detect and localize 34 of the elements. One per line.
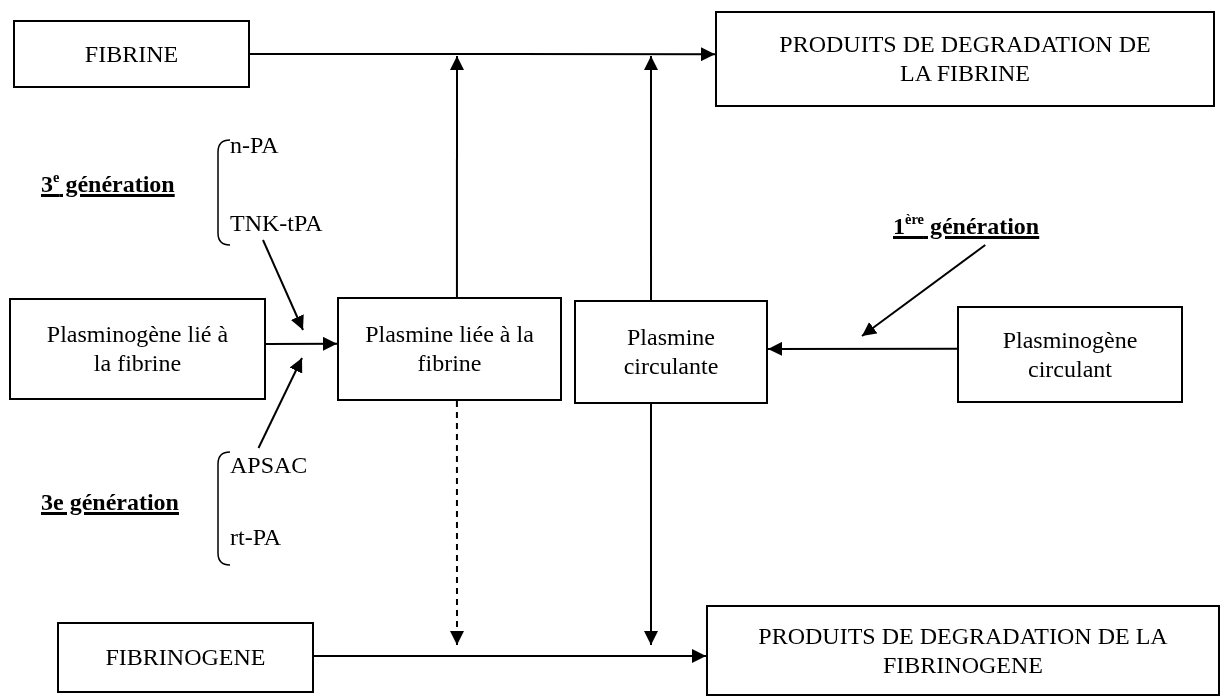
process-box xyxy=(574,300,768,404)
drug-name: rt-PA xyxy=(230,523,282,552)
process-box xyxy=(957,306,1183,403)
arrow xyxy=(313,648,707,663)
box-label: Plasminogène lié à la fibrine xyxy=(45,320,230,378)
box-label: FIBRINE xyxy=(84,39,179,69)
arrow xyxy=(265,336,338,351)
generation-heading: 3$^{e}$ génération xyxy=(41,170,175,199)
arrow xyxy=(861,244,987,337)
process-box xyxy=(715,11,1215,107)
box-label: PRODUITS DE DEGRADATION DE LA FIBRINE xyxy=(778,30,1152,88)
arrow xyxy=(767,341,958,356)
generation-heading: 3e génération xyxy=(41,488,179,517)
generation-heading: 1$^{ère}$ génération xyxy=(893,211,1040,241)
arrow xyxy=(450,55,464,298)
arrow xyxy=(644,403,658,646)
drug-name: TNK-tPA xyxy=(230,208,323,238)
arrow xyxy=(257,357,303,449)
box-label: Plasminogène circulant xyxy=(1001,325,1139,384)
box-label: Plasmine liée à la fibrine xyxy=(364,320,535,378)
arrow xyxy=(249,47,716,62)
process-box xyxy=(337,297,562,401)
process-box xyxy=(13,20,250,88)
process-box xyxy=(57,622,314,693)
drug-name: APSAC xyxy=(230,450,308,480)
arrow xyxy=(262,239,304,331)
box-label: FIBRINOGENE xyxy=(105,643,266,672)
box-label: Plasmine circulante xyxy=(622,323,720,381)
arrow xyxy=(450,400,464,646)
drug-name: n-PA xyxy=(230,131,279,160)
process-box xyxy=(9,298,266,400)
box-label: PRODUITS DE DEGRADATION DE LA FIBRINOGENE xyxy=(757,621,1169,680)
arrow xyxy=(644,55,658,301)
process-box xyxy=(706,605,1220,696)
